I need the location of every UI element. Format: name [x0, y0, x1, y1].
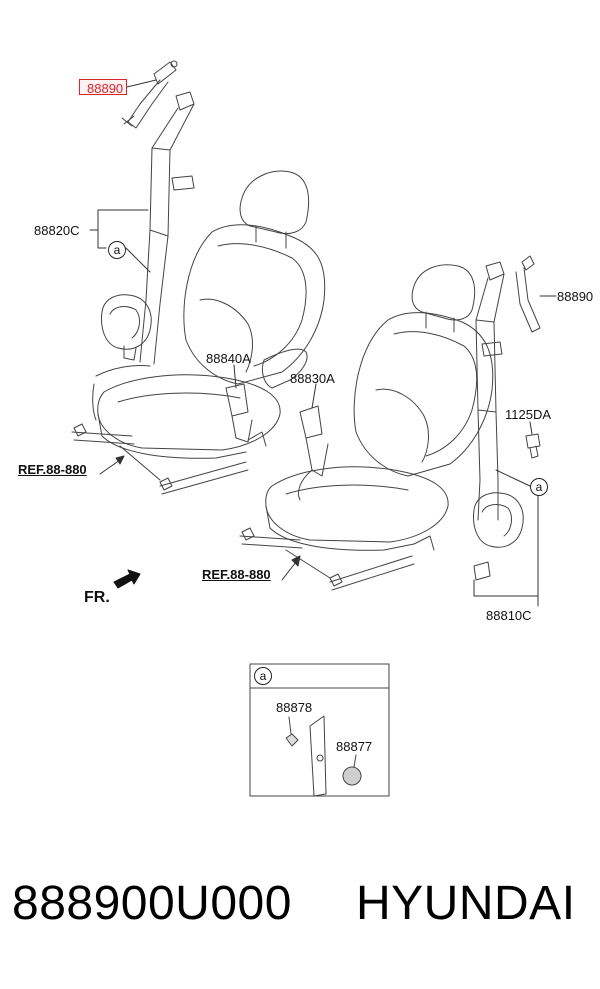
- callout-a-left: a: [108, 241, 126, 259]
- front-label: FR.: [84, 589, 110, 606]
- left-seat-drawing: [71, 170, 326, 495]
- footer-part-number: 888900U000: [12, 877, 292, 930]
- highlighted-part-label[interactable]: 88890: [79, 79, 127, 96]
- callout-a-right: a: [530, 478, 548, 496]
- right-seat-drawing: [239, 264, 494, 591]
- label-left-buckle: 88840A: [206, 351, 251, 366]
- label-detail-cap: 88877: [336, 739, 373, 754]
- label-right-retractor: 88810C: [486, 608, 532, 623]
- label-detail-clip: 88878: [276, 700, 313, 715]
- label-right-anchor: 88890: [557, 289, 594, 304]
- ref-label-right: REF.88-880: [202, 567, 271, 582]
- ref-arrows: [99, 455, 301, 581]
- front-arrow: [113, 569, 141, 589]
- footer-brand: HYUNDAI: [356, 877, 576, 930]
- highlighted-part-number: 88890: [87, 81, 124, 96]
- label-bolt: 1125DA: [505, 407, 552, 422]
- detail-box: [249, 663, 390, 797]
- detail-tag: a: [254, 667, 272, 685]
- left-belt-assembly: [101, 60, 195, 365]
- ref-label-left: REF.88-880: [18, 462, 87, 477]
- label-right-buckle: 88830A: [290, 371, 335, 386]
- right-belt-assembly: [473, 255, 541, 581]
- label-left-retractor: 88820C: [34, 223, 80, 238]
- leader-lines: [89, 79, 557, 607]
